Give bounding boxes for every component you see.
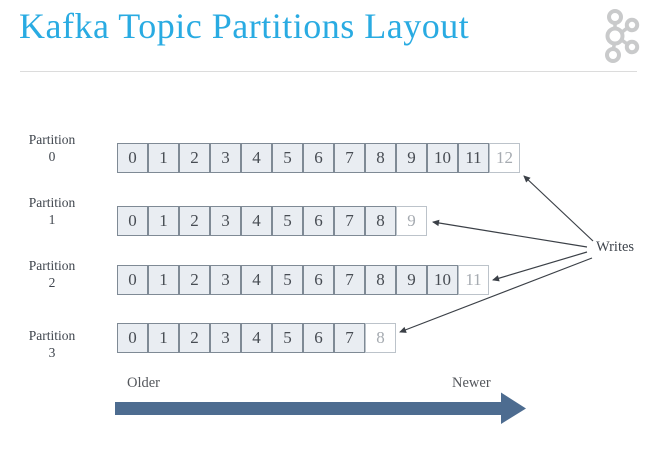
- partition-number: 2: [48, 275, 56, 290]
- next-offset-cell: 12: [489, 143, 520, 173]
- offset-cell: 5: [272, 206, 303, 236]
- partition-number: 3: [48, 345, 56, 360]
- offset-cell: 7: [334, 323, 365, 353]
- partition-label-2: Partition 2: [12, 257, 92, 291]
- offset-cell: 1: [148, 323, 179, 353]
- offset-cell: 10: [427, 143, 458, 173]
- timeline-newer-label: Newer: [452, 375, 491, 391]
- offset-cell: 7: [334, 143, 365, 173]
- partition-row-2: 0 1 2 3 4 5 6 7 8 9 10 11: [117, 265, 489, 295]
- partition-label-text: Partition: [28, 195, 76, 210]
- offset-cell: 6: [303, 265, 334, 295]
- kafka-logo-icon: [605, 9, 640, 63]
- offset-cell: 1: [148, 143, 179, 173]
- offset-cell: 5: [272, 265, 303, 295]
- partition-row-0: 0 1 2 3 4 5 6 7 8 9 10 11 12: [117, 143, 520, 173]
- offset-cell: 2: [179, 143, 210, 173]
- next-offset-cell: 11: [458, 265, 489, 295]
- offset-cell: 8: [365, 206, 396, 236]
- offset-cell: 1: [148, 206, 179, 236]
- offset-cell: 7: [334, 206, 365, 236]
- next-offset-cell: 9: [396, 206, 427, 236]
- partition-label-0: Partition 0: [12, 131, 92, 165]
- partition-row-3: 0 1 2 3 4 5 6 7 8: [117, 323, 396, 353]
- write-arrow-p0: [523, 175, 594, 242]
- offset-cell: 8: [365, 265, 396, 295]
- title-divider: [20, 71, 637, 72]
- offset-cell: 11: [458, 143, 489, 173]
- offset-cell: 3: [210, 265, 241, 295]
- partition-label-text: Partition: [28, 258, 76, 273]
- partition-label-1: Partition 1: [12, 194, 92, 228]
- offset-cell: 7: [334, 265, 365, 295]
- partition-label-text: Partition: [28, 328, 76, 343]
- offset-cell: 3: [210, 323, 241, 353]
- offset-cell: 0: [117, 265, 148, 295]
- partition-label-text: Partition: [28, 132, 76, 147]
- next-offset-cell: 8: [365, 323, 396, 353]
- offset-cell: 5: [272, 323, 303, 353]
- offset-cell: 5: [272, 143, 303, 173]
- writes-label: Writes: [596, 239, 635, 255]
- partition-label-3: Partition 3: [12, 327, 92, 361]
- partition-number: 0: [48, 149, 56, 164]
- offset-cell: 9: [396, 265, 427, 295]
- offset-cell: 4: [241, 265, 272, 295]
- offset-cell: 2: [179, 265, 210, 295]
- offset-cell: 4: [241, 143, 272, 173]
- offset-cell: 4: [241, 323, 272, 353]
- offset-cell: 3: [210, 206, 241, 236]
- write-arrow-p2: [492, 251, 588, 282]
- write-arrow-p1: [432, 219, 588, 248]
- offset-cell: 0: [117, 143, 148, 173]
- offset-cell: 2: [179, 206, 210, 236]
- page-title: Kafka Topic Partitions Layout: [19, 6, 470, 46]
- offset-cell: 10: [427, 265, 458, 295]
- offset-cell: 1: [148, 265, 179, 295]
- offset-cell: 6: [303, 323, 334, 353]
- offset-cell: 2: [179, 323, 210, 353]
- offset-cell: 3: [210, 143, 241, 173]
- offset-cell: 8: [365, 143, 396, 173]
- offset-cell: 0: [117, 323, 148, 353]
- offset-cell: 6: [303, 143, 334, 173]
- offset-cell: 9: [396, 143, 427, 173]
- offset-cell: 6: [303, 206, 334, 236]
- timeline-older-label: Older: [127, 375, 161, 391]
- offset-cell: 4: [241, 206, 272, 236]
- offset-cell: 0: [117, 206, 148, 236]
- partition-row-1: 0 1 2 3 4 5 6 7 8 9: [117, 206, 427, 236]
- partition-number: 1: [48, 212, 56, 227]
